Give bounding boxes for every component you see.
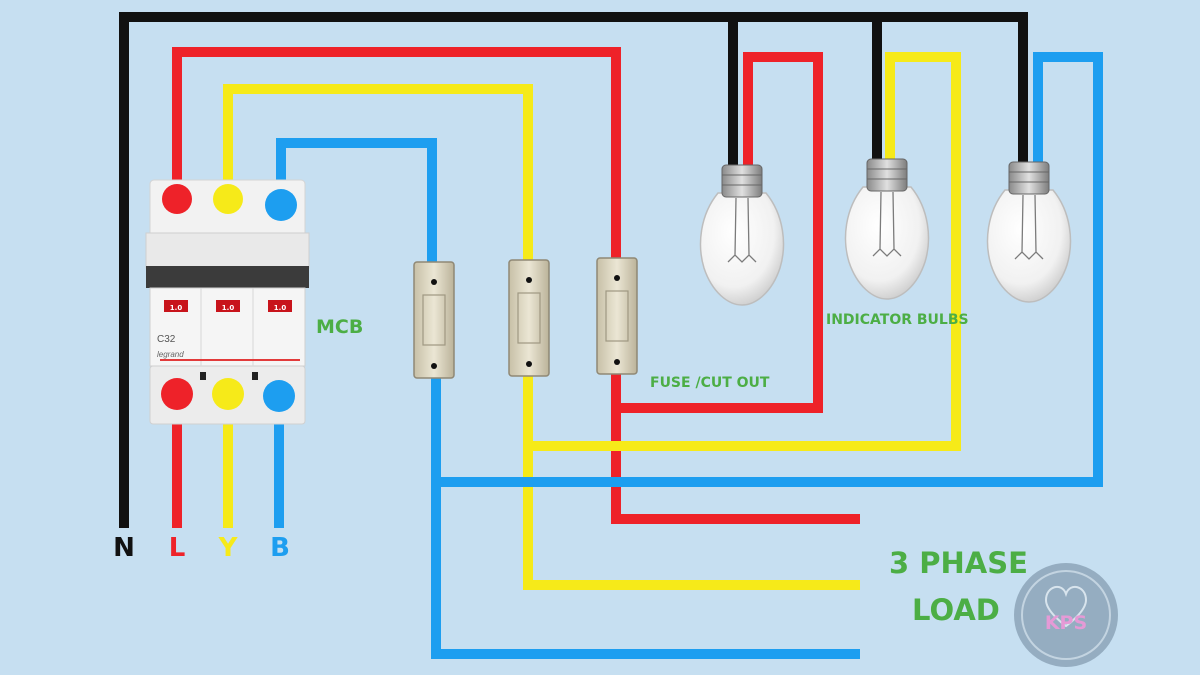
blue-phase-supply-wire <box>276 138 437 262</box>
load-label-line2: LOAD <box>912 593 1000 627</box>
logo-text: KPS <box>1045 612 1087 634</box>
terminal-label-l: L <box>169 533 186 563</box>
fuse-red <box>596 257 638 375</box>
fuse-blue <box>413 261 455 379</box>
terminal-label-y: Y <box>218 533 239 563</box>
mcb-window <box>216 300 240 312</box>
indicator-bulb-yellow <box>844 158 930 300</box>
mcb-window-label: 1.0 <box>170 304 183 312</box>
mcb-label: MCB <box>316 316 363 338</box>
load-label-line1: 3 PHASE <box>889 546 1028 580</box>
blue-indicator-wire <box>436 52 1103 487</box>
kps-logo: KPS <box>1014 563 1118 667</box>
mcb-window <box>164 300 188 312</box>
yellow-indicator-wire <box>528 52 961 451</box>
mcb-terminal-red-top <box>162 184 192 214</box>
red-phase-load-wire <box>611 370 860 524</box>
mcb-terminal-yellow-bottom <box>212 378 244 410</box>
red-indicator-wire <box>616 52 823 413</box>
mcb-rating-label: C32 <box>157 334 176 345</box>
neutral-wire-main <box>119 12 1028 528</box>
mcb-brand-label: legrand <box>157 350 184 359</box>
mcb-breaker: 1.0 1.0 1.0 C32 legrand <box>145 179 310 425</box>
terminal-label-b: B <box>270 533 290 563</box>
mcb-terminal-blue-top <box>265 189 297 221</box>
mcb-window-label: 1.0 <box>222 304 235 312</box>
red-phase-supply-wire <box>172 47 621 262</box>
terminal-label-n: N <box>113 533 135 563</box>
mcb-window-label: 1.0 <box>274 304 287 312</box>
fuse-label: FUSE /CUT OUT <box>650 375 770 391</box>
indicator-bulb-red <box>699 164 785 306</box>
mcb-window <box>268 300 292 312</box>
mcb-terminal-red-bottom <box>161 378 193 410</box>
yellow-phase-supply-wire <box>223 84 533 262</box>
mcb-terminal-blue-bottom <box>263 380 295 412</box>
mcb-terminal-yellow-top <box>213 184 243 214</box>
fuse-yellow <box>508 259 550 377</box>
indicator-bulbs-label: INDICATOR BULBS <box>826 312 969 328</box>
indicator-bulb-blue <box>986 161 1072 303</box>
blue-phase-load-wire <box>431 370 860 659</box>
